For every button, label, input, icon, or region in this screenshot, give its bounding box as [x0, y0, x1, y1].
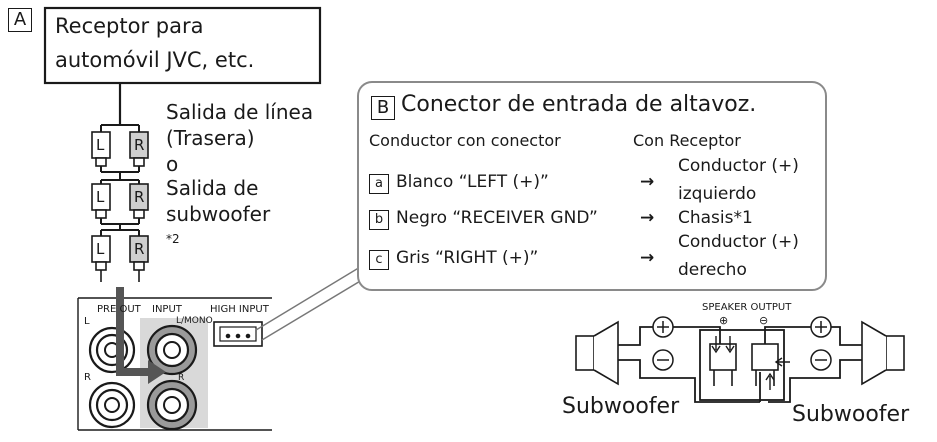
output-label-4: Salida de — [166, 176, 259, 200]
row-label-b: Negro “RECEIVER GND” — [396, 208, 598, 228]
row-letter-a: a — [369, 174, 389, 194]
output-label-5: subwoofer — [166, 202, 271, 226]
output-note: *2 — [166, 232, 180, 246]
connection-arrow — [116, 287, 148, 376]
plug-l-3: L — [96, 240, 105, 258]
pre-out-label: PRE OUT — [97, 304, 141, 315]
callout-box — [357, 81, 827, 291]
speaker-output-diagram — [575, 320, 905, 403]
row-target-b1: Chasis*1 — [678, 208, 753, 228]
row-label-a: Blanco “LEFT (+)” — [396, 172, 549, 192]
speaker-output-label: SPEAKER OUTPUT — [702, 302, 792, 313]
pre-out-r-label: R — [84, 372, 91, 383]
amplifier-panel — [77, 297, 272, 431]
plug-l-2: L — [96, 188, 105, 206]
rca-plug-stack — [91, 115, 149, 282]
subwoofer-right-label: Subwoofer — [792, 402, 910, 427]
input-l-mono-label: L/MONO — [176, 316, 213, 326]
row-target-c2: derecho — [678, 260, 747, 280]
output-label-3: o — [166, 152, 179, 176]
row-arrow-a: → — [640, 172, 655, 192]
column-header-left: Conductor con conector — [369, 131, 561, 150]
pre-out-l-label: L — [84, 316, 90, 327]
terminal-arrows — [711, 336, 790, 390]
plug-r-1: R — [134, 136, 145, 154]
plug-l-1: L — [96, 136, 105, 154]
row-letter-b: b — [369, 210, 389, 230]
input-r-label: R — [178, 373, 185, 383]
input-label: INPUT — [152, 304, 182, 315]
row-letter-c: c — [369, 250, 389, 270]
speaker-minus-symbol: ⊖ — [759, 314, 769, 327]
plug-r-3: R — [134, 240, 145, 258]
plug-r-2: R — [134, 188, 145, 206]
row-target-c1: Conductor (+) — [678, 232, 799, 252]
receiver-box — [43, 6, 322, 85]
output-label-1: Salida de línea — [166, 100, 314, 124]
row-target-a1: Conductor (+) — [678, 156, 799, 176]
high-input-label: HIGH INPUT — [210, 304, 269, 315]
column-header-right: Con Receptor — [633, 131, 741, 150]
subwoofer-left-label: Subwoofer — [562, 394, 680, 419]
row-target-a2: izquierdo — [678, 184, 757, 204]
callout-title: Conector de entrada de altavoz. — [401, 92, 757, 117]
output-label-2: (Trasera) — [166, 126, 255, 150]
speaker-plus-symbol: ⊕ — [719, 314, 729, 327]
row-arrow-b: → — [640, 208, 655, 228]
section-b-letter: B — [371, 96, 395, 120]
receiver-label-line1: Receptor para — [55, 14, 204, 38]
receiver-label-line2: automóvil JVC, etc. — [55, 48, 255, 72]
section-a-letter: A — [8, 8, 32, 32]
row-arrow-c: → — [640, 248, 655, 268]
row-label-c: Gris “RIGHT (+)” — [396, 248, 539, 268]
